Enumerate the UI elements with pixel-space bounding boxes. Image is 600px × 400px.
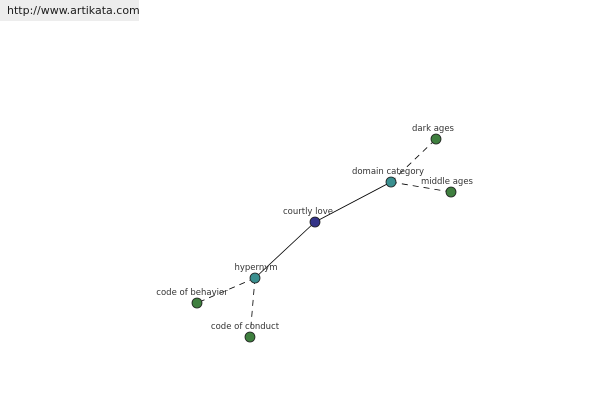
edge-center-hypernym: [254, 221, 316, 279]
node-dark-ages[interactable]: [430, 133, 442, 145]
edge-center-domain-category: [314, 181, 392, 223]
label-dark-ages: dark ages: [412, 124, 455, 134]
edge-hypernym-code-of-conduct: [249, 277, 256, 338]
node-domain-category[interactable]: [385, 176, 397, 188]
source-url-bar: http://www.artikata.com: [0, 0, 140, 21]
node-hypernym[interactable]: [249, 272, 261, 284]
label-hypernym: hypernym: [234, 263, 277, 273]
label-code-of-conduct: code of conduct: [211, 322, 280, 332]
label-courtly-love: courtly love: [283, 207, 333, 217]
node-code-of-conduct[interactable]: [244, 331, 256, 343]
label-middle-ages: middle ages: [421, 177, 474, 187]
source-url-link[interactable]: http://www.artikata.com: [7, 4, 140, 17]
label-domain-category: domain category: [352, 167, 424, 177]
node-code-of-behavior[interactable]: [191, 297, 203, 309]
node-middle-ages[interactable]: [445, 186, 457, 198]
label-code-of-behavior: code of behavior: [156, 288, 228, 298]
node-courtly-love[interactable]: [309, 216, 321, 228]
